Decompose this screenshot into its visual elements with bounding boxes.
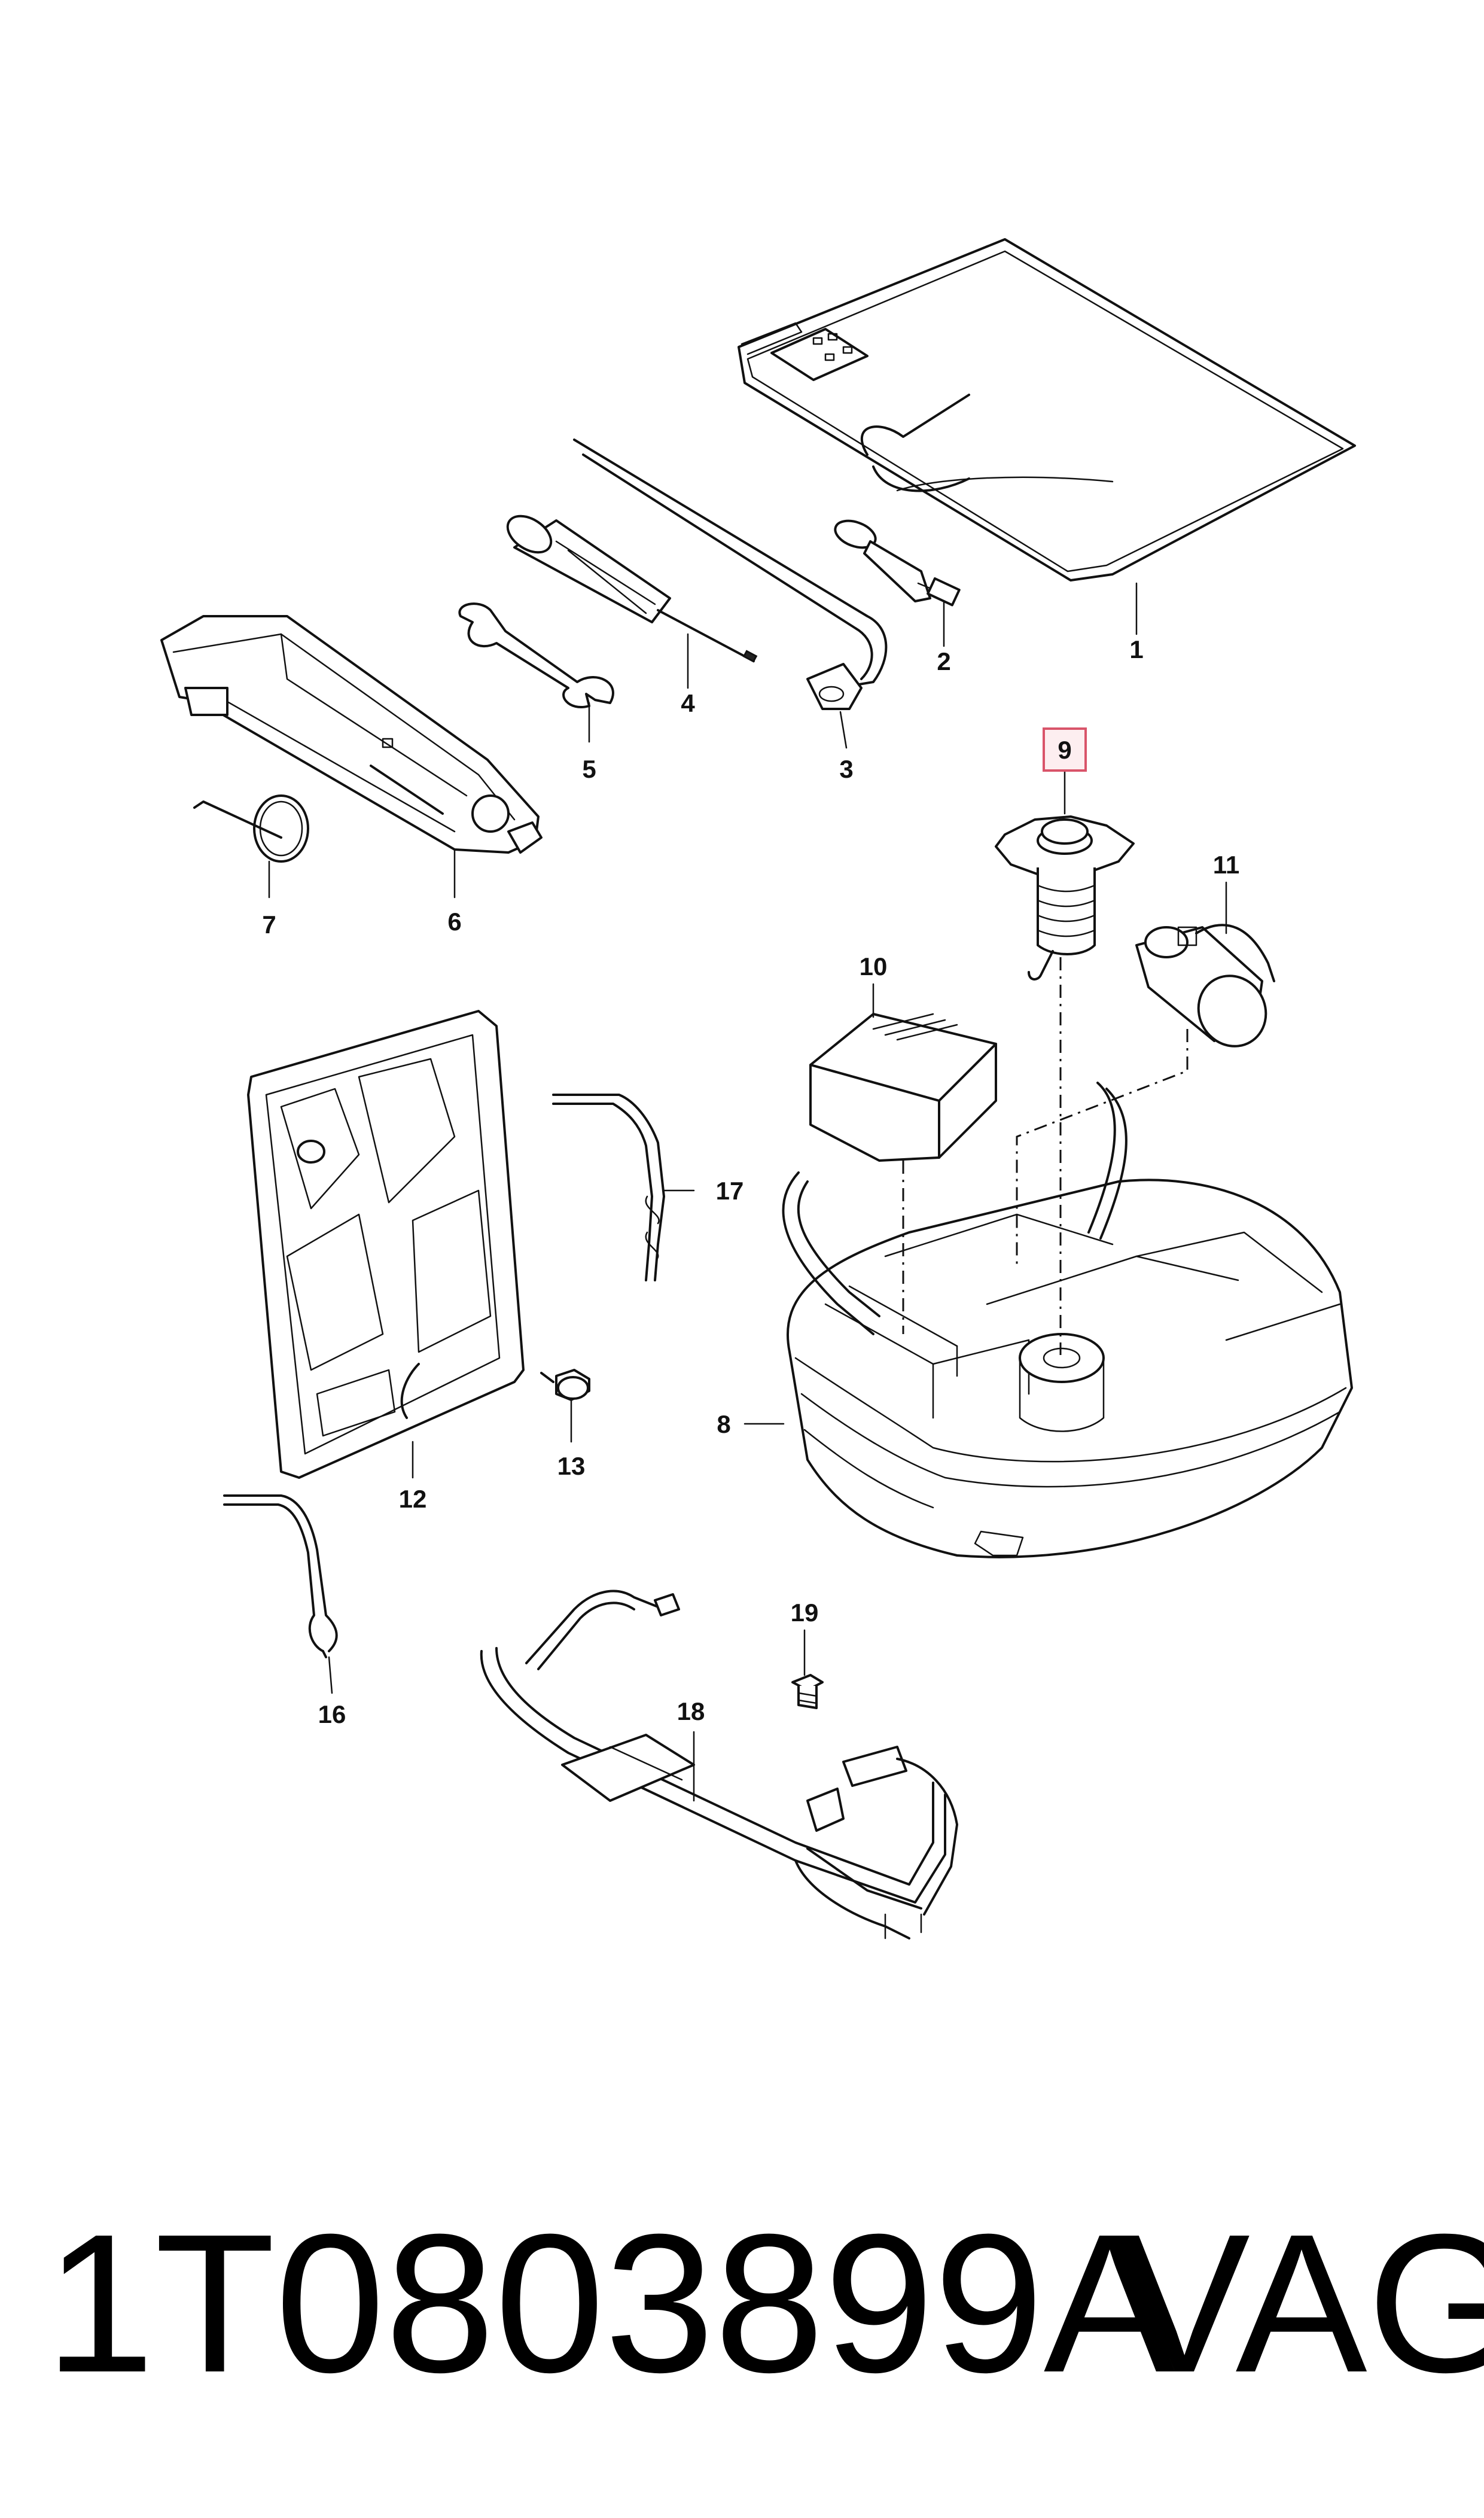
callout-5: 5 (582, 755, 596, 783)
part-17-strap (552, 1094, 665, 1281)
part-8-tray (782, 1082, 1353, 1558)
part-3-wheel-brace (573, 439, 888, 710)
part-2-towing-eye (834, 519, 961, 607)
callout-3: 3 (839, 755, 853, 783)
callout-19: 19 (791, 1599, 819, 1627)
part-10-box (809, 1013, 997, 1162)
leader-lines (268, 582, 1227, 1802)
callout-12: 12 (399, 1485, 427, 1513)
callout-16: 16 (318, 1700, 346, 1728)
part-1-floor-cover (738, 238, 1356, 581)
callout-11: 11 (1213, 851, 1239, 879)
part-13-clip (540, 1369, 590, 1401)
part-18-bracket (480, 1590, 958, 1940)
callout-6: 6 (447, 908, 461, 936)
part-19-bolt (791, 1674, 824, 1709)
callout-2: 2 (937, 647, 950, 675)
part-5-spanner (458, 602, 614, 708)
callout-18: 18 (677, 1697, 705, 1725)
part-12-foam-holder (247, 1010, 525, 1479)
callout-labels: 1 2 3 4 5 6 7 8 9 10 11 12 13 16 17 18 1… (262, 635, 1239, 1728)
callout-9-highlight (1043, 727, 1087, 772)
callout-10: 10 (860, 952, 888, 981)
callout-8: 8 (717, 1410, 730, 1438)
callout-13: 13 (557, 1452, 586, 1480)
callout-17: 17 (716, 1177, 744, 1205)
part-9-wing-bolt (995, 815, 1135, 981)
part-number: 1T0803899A (45, 2193, 1175, 2413)
callout-4: 4 (681, 689, 695, 717)
part-4-screwdriver (506, 514, 758, 663)
part-6-jack (160, 615, 543, 854)
parts-diagram: 1 2 3 4 5 6 7 8 9 10 11 12 13 16 17 18 1… (160, 238, 1356, 1940)
assembly-lines (902, 957, 1189, 1355)
part-16-strap (223, 1494, 338, 1658)
callout-1: 1 (1129, 635, 1143, 663)
part-7-hook (193, 794, 309, 863)
part-11-canister (1135, 924, 1275, 1048)
callout-7: 7 (262, 911, 276, 939)
brand-label: VAG (1119, 2193, 1484, 2413)
callout-9: 9 (1058, 736, 1071, 764)
